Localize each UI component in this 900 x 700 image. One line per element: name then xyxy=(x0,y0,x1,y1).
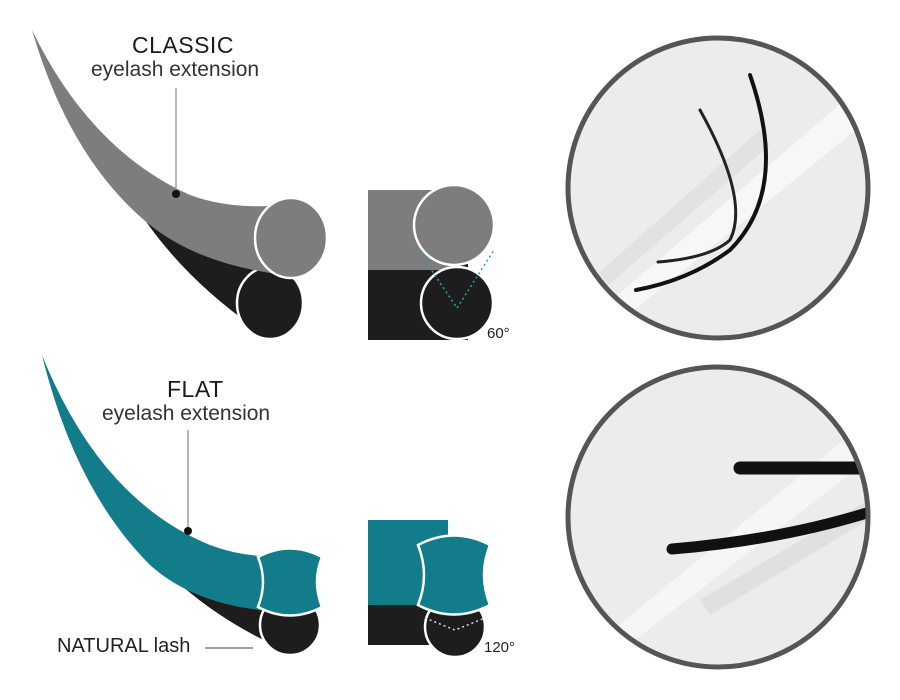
classic-photo xyxy=(568,38,868,338)
classic-extension-end xyxy=(255,198,327,278)
flat-extension-body xyxy=(42,355,290,612)
flat-cross-extension-shape xyxy=(418,536,490,615)
flat-pointer-dot xyxy=(184,527,192,535)
flat-title: FLAT xyxy=(167,376,224,403)
flat-extension-end xyxy=(258,549,322,616)
flat-photo xyxy=(568,367,870,667)
classic-cross-section xyxy=(368,185,494,340)
classic-pointer-dot xyxy=(172,190,180,198)
classic-cross-natural-circle xyxy=(421,267,493,339)
classic-cross-extension-circle xyxy=(414,185,494,265)
natural-lash-label: NATURAL lash xyxy=(57,635,190,658)
flat-cross-section xyxy=(368,520,490,657)
classic-title: CLASSIC xyxy=(132,32,234,59)
classic-subtitle: eyelash extension xyxy=(91,58,259,82)
flat-subtitle: eyelash extension xyxy=(102,402,270,426)
classic-angle-label: 60° xyxy=(487,325,510,342)
flat-angle-label: 120° xyxy=(484,639,515,656)
